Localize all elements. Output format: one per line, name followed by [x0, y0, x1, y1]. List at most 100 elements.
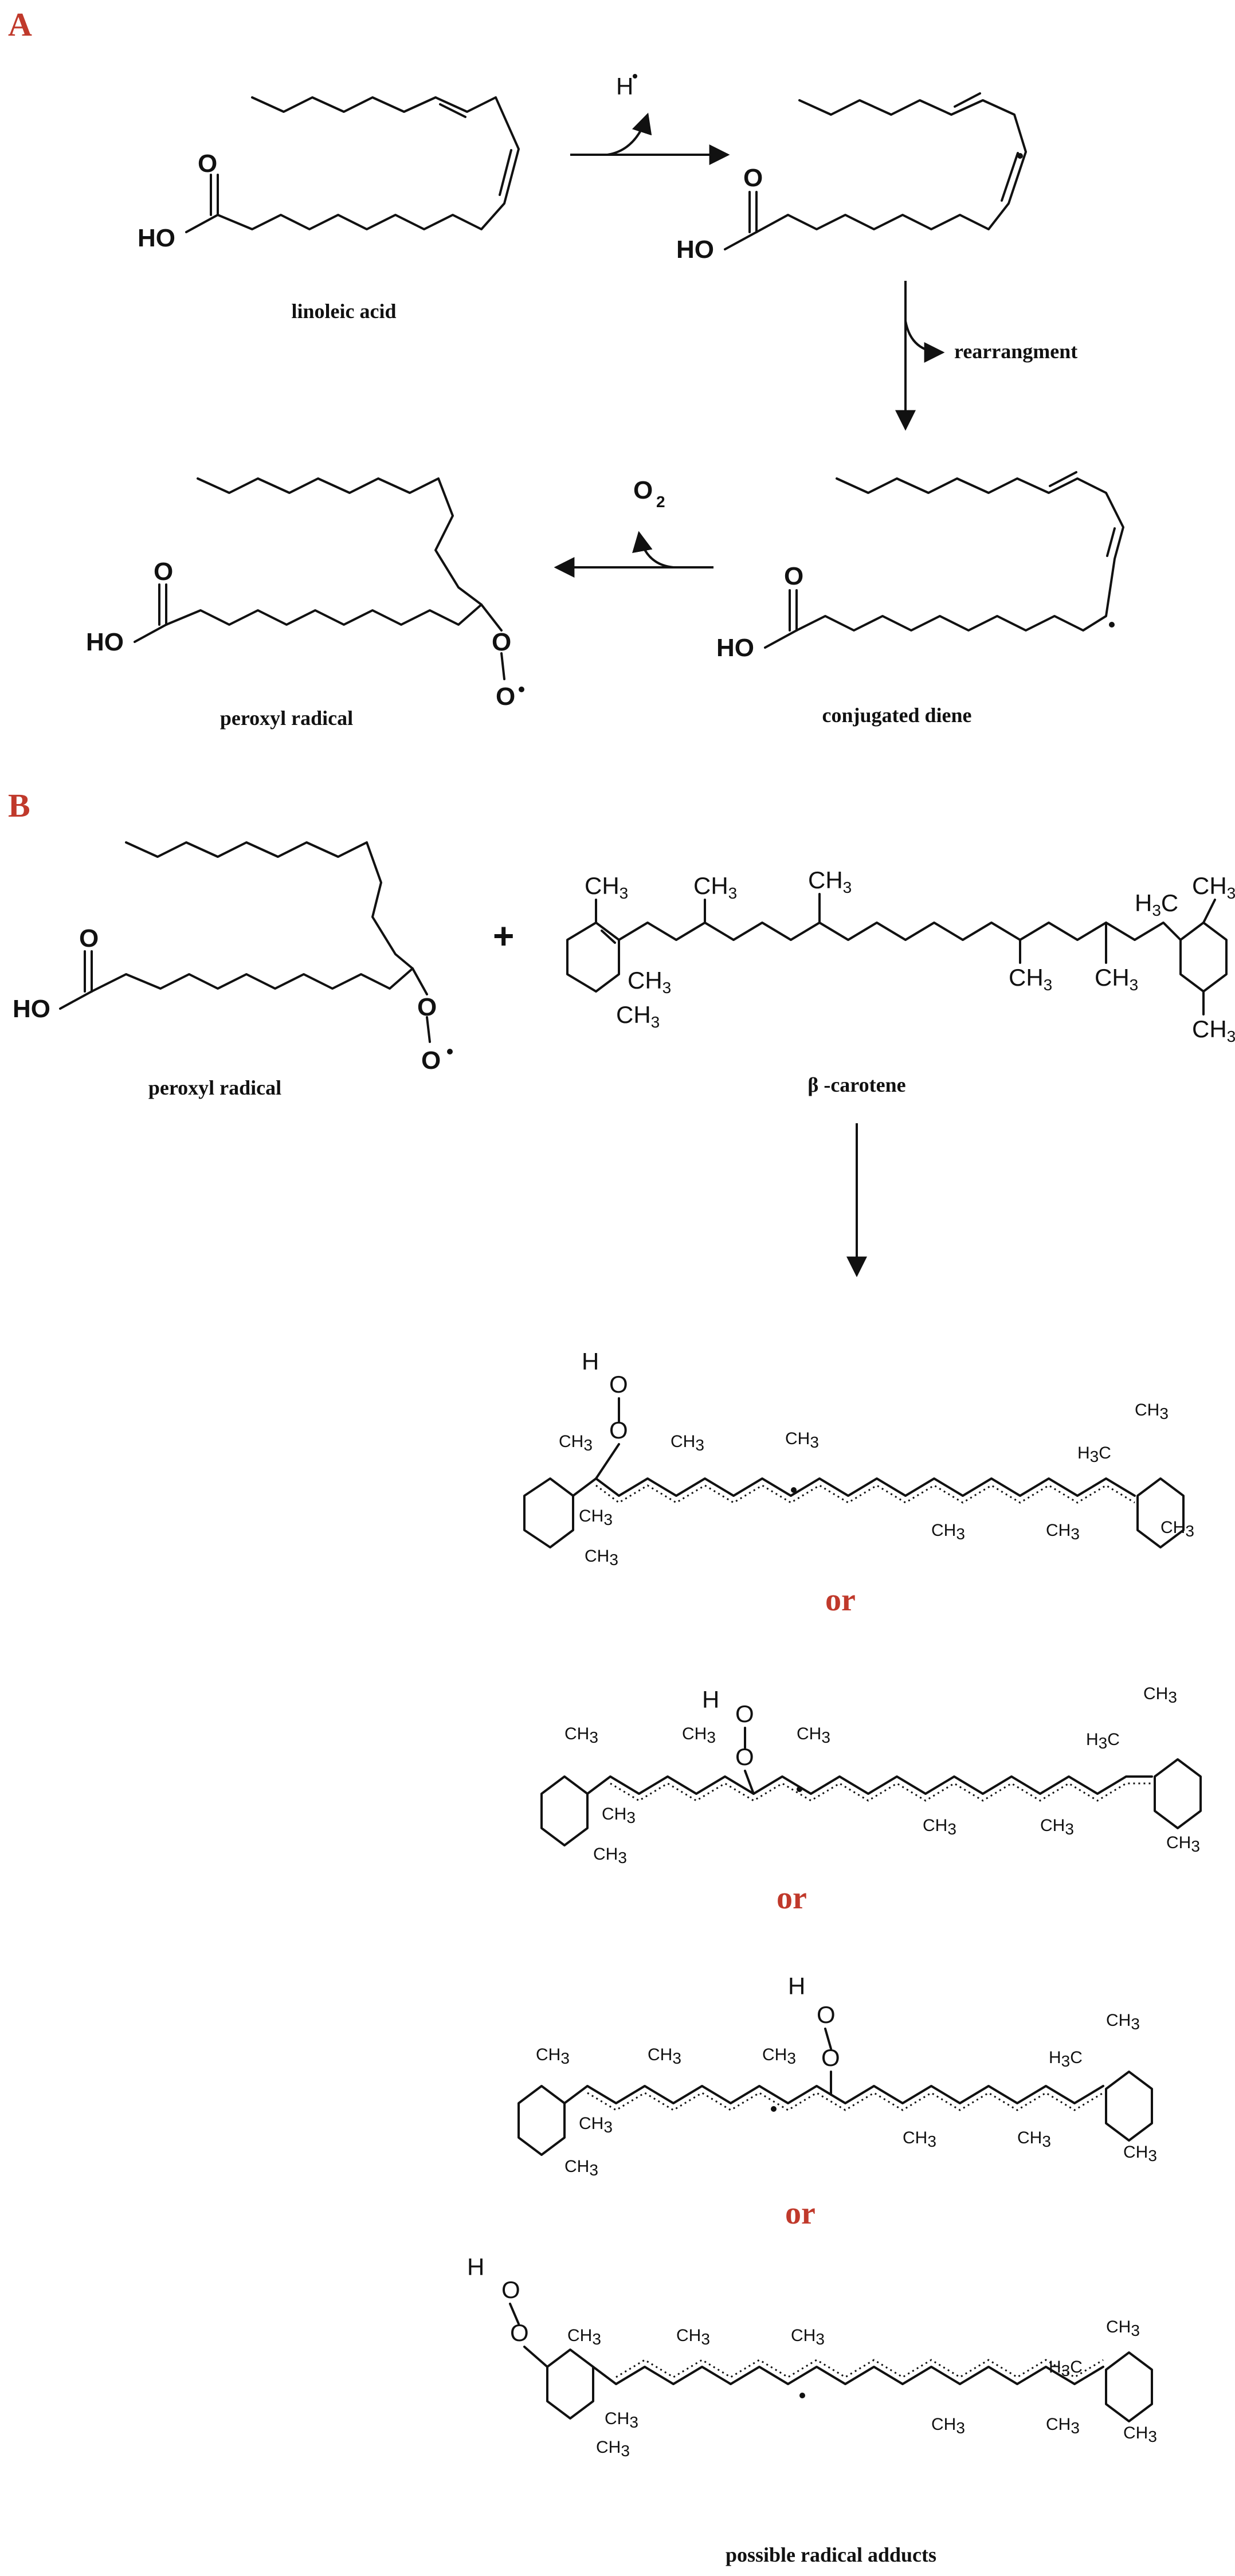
diene-radical-dot — [1109, 622, 1115, 628]
intermediate-chain — [755, 99, 1027, 233]
adduct-4-ch3-e: CH3 — [791, 2326, 825, 2348]
carotene-ring-left — [566, 922, 620, 993]
linoleic-acid-label: linoleic acid — [292, 300, 397, 323]
linoleic-ho: HO — [138, 224, 175, 252]
adduct-4-structure: O O H CH3 CH3 CH3 CH3 CH3 CH3 CH3 CH3 H3… — [467, 2253, 1157, 2460]
linoleic-carbonyl-o: O — [198, 150, 217, 178]
adduct-2-ch3-b: CH3 — [602, 1805, 636, 1826]
carotene-ch3-2: CH3 — [628, 967, 671, 997]
adduct-3-h: H — [788, 1973, 805, 1999]
adduct-4-ch3-g: CH3 — [1046, 2415, 1080, 2437]
linoleic-chain — [217, 96, 520, 230]
intermediate-carbonyl-o: O — [743, 164, 763, 192]
carotene-ring-right — [1179, 922, 1228, 993]
peroxyl-b-radical-dot — [447, 1049, 453, 1054]
linoleic-acid-structure: O HO — [138, 96, 520, 252]
diene-ho: HO — [716, 634, 754, 662]
adduct-4-ch3-c: CH3 — [596, 2438, 630, 2460]
radical-intermediate-structure: O HO — [676, 92, 1027, 264]
rearrangement-arrow: rearrangment — [895, 281, 1077, 431]
adduct-2-structure: O O H CH3 CH3 CH3 CH3 CH3 CH3 CH3 CH3 H3… — [540, 1684, 1202, 1867]
adduct-1-ch3-e: CH3 — [785, 1429, 819, 1451]
adduct-3-ch3-h: CH3 — [1106, 2011, 1140, 2033]
adduct-4-o1: O — [510, 2319, 529, 2346]
adduct-3-ch3-g: CH3 — [1017, 2128, 1051, 2150]
carotene-ch3-6: CH3 — [1009, 964, 1052, 994]
peroxyl-b-ho: HO — [13, 995, 50, 1023]
adduct-1-ch3-f: CH3 — [931, 1521, 965, 1543]
peroxyl-b-chain — [91, 841, 414, 993]
adduct-4-ch3-i: CH3 — [1123, 2424, 1157, 2445]
carotene-polyene-chain — [618, 893, 1182, 964]
adduct-3-ch3-e: CH3 — [762, 2045, 796, 2067]
possible-radical-adducts-label: possible radical adducts — [726, 2543, 936, 2566]
linoleic-double-bond-2 — [499, 149, 512, 196]
adduct-3-h3c: H3C — [1049, 2048, 1083, 2070]
adduct-2-ch3-c: CH3 — [593, 1845, 627, 1867]
adduct-2-o2: O — [735, 1700, 754, 1727]
adduct-1-ch3-c: CH3 — [585, 1547, 618, 1569]
conjugated-diene-structure: O HO — [716, 471, 1124, 662]
carotene-ch3-9: CH3 — [1192, 1015, 1235, 1045]
plus-sign: + — [493, 915, 514, 956]
adduct-2-ch3-g: CH3 — [1040, 1816, 1074, 1838]
carotene-ch3-1: CH3 — [585, 872, 628, 902]
or-label-3: or — [785, 2195, 816, 2231]
peroxyl-b-carbonyl-o: O — [79, 924, 99, 952]
rearrangement-label: rearrangment — [954, 340, 1077, 363]
or-label-2: or — [777, 1880, 807, 1916]
peroxyl-a-radical-dot — [519, 687, 524, 692]
carotene-ch3-5: CH3 — [808, 866, 852, 896]
adduct-1-structure: O O H CH3 CH3 CH3 CH3 CH3 CH3 CH3 CH3 H3… — [523, 1348, 1194, 1569]
adduct-3-ch3-d: CH3 — [648, 2045, 681, 2067]
adduct-1-ch3-i: CH3 — [1160, 1518, 1194, 1540]
adduct-3-ch3-b: CH3 — [579, 2114, 613, 2136]
oxygen-addition-arrow: O 2 — [554, 476, 713, 578]
adduct-4-o2: O — [501, 2276, 520, 2303]
adduct-4-ch3-f: CH3 — [931, 2415, 965, 2437]
conjugated-diene-label: conjugated diene — [822, 704, 972, 727]
adduct-2-ch3-f: CH3 — [923, 1816, 956, 1838]
peroxyl-a-carbonyl-o: O — [154, 558, 173, 586]
adduct-2-ch3-a: CH3 — [564, 1724, 598, 1746]
h-radical-dot — [633, 74, 637, 79]
adduct-3-o2: O — [817, 2001, 836, 2028]
adduct-1-ch3-d: CH3 — [671, 1432, 704, 1454]
carotene-ch3-8: CH3 — [1192, 872, 1235, 902]
adduct-3-ch3-f: CH3 — [903, 2128, 936, 2150]
carotene-ch3-4: CH3 — [693, 872, 737, 902]
adduct-4-ch3-d: CH3 — [676, 2326, 710, 2348]
or-label-1: or — [825, 1582, 856, 1618]
adduct-1-h: H — [582, 1348, 599, 1375]
intermediate-ho: HO — [676, 236, 714, 264]
beta-carotene-structure: CH3 CH3 CH3 CH3 CH3 CH3 CH3 CH3 H3C CH3 — [566, 866, 1235, 1045]
adduct-4-h: H — [467, 2253, 484, 2280]
peroxyl-radical-a-label: peroxyl radical — [220, 707, 353, 730]
adduct-2-h: H — [702, 1686, 719, 1713]
o2-subscript: 2 — [656, 493, 665, 511]
adduct-3-structure: O O H CH3 CH3 CH3 CH3 CH3 CH3 CH3 CH3 H3… — [517, 1973, 1157, 2179]
adduct-2-ch3-i: CH3 — [1166, 1833, 1200, 1855]
adduct-4-ch3-b: CH3 — [605, 2409, 638, 2431]
adduct-2-h3c: H3C — [1086, 1730, 1120, 1752]
adduct-4-ch3-a: CH3 — [567, 2326, 601, 2348]
peroxyl-radical-b-label: peroxyl radical — [148, 1076, 281, 1099]
h-abstraction-arrow: H — [570, 73, 730, 165]
peroxyl-b-o2: O — [421, 1046, 441, 1075]
diene-carbonyl-o: O — [784, 562, 803, 590]
peroxyl-a-ho: HO — [86, 628, 124, 656]
panel-b-label: B — [8, 787, 30, 824]
adduct-1-ch3-b: CH3 — [579, 1507, 613, 1528]
adduct-3-ch3-c: CH3 — [564, 2157, 598, 2179]
beta-carotene-label: β -carotene — [807, 1073, 905, 1096]
adduct-1-ch3-h: CH3 — [1135, 1401, 1169, 1422]
linoleic-double-bond-1 — [439, 103, 466, 118]
adduct-1-ch3-a: CH3 — [559, 1432, 593, 1454]
peroxyl-a-o2: O — [496, 683, 515, 711]
adduct-2-ch3-e: CH3 — [797, 1724, 830, 1746]
adduct-2-ch3-d: CH3 — [682, 1724, 716, 1746]
peroxyl-a-o1: O — [492, 628, 511, 656]
h-radical-label: H — [616, 73, 633, 100]
adduct-3-o1: O — [821, 2044, 840, 2071]
